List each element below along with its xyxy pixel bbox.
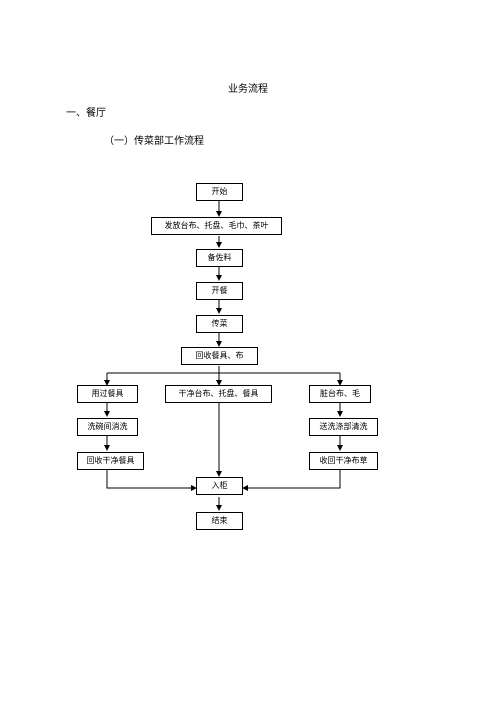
flow-used-dishes-box: 用过餐具 — [77, 385, 138, 403]
flow-end-box: 结束 — [196, 512, 243, 530]
flow-dirty-cloth-box: 脏台布、毛 — [309, 385, 371, 403]
flow-store-box: 入柜 — [196, 477, 243, 495]
section-heading: 一、餐厅 — [66, 108, 106, 119]
flow-distribute-box: 发放台布、托盘、毛巾、茶叶 — [151, 217, 282, 235]
flow-return-cloth-box: 收回干净布草 — [309, 452, 378, 470]
document-title: 业务流程 — [228, 84, 268, 95]
flow-collect-box: 回收餐具、布 — [181, 347, 258, 365]
arrow-return-cloth-store — [242, 470, 341, 491]
flow-serve-box: 传菜 — [196, 315, 243, 333]
flow-start-box: 开始 — [196, 183, 243, 201]
flow-return-dishes-box: 回收干净餐具 — [77, 452, 144, 470]
flow-open-box: 开餐 — [196, 282, 243, 300]
arrow-return-dishes-store — [106, 470, 197, 491]
flow-clean-items-box: 干净台布、托盘、餐具 — [165, 385, 272, 403]
subsection-heading: （一）传菜部工作流程 — [104, 136, 204, 147]
flow-prepare-box: 备佐料 — [196, 249, 243, 267]
flow-dishwash-box: 洗碗间消洗 — [77, 418, 138, 436]
flow-laundry-box: 送洗涤部清洗 — [309, 418, 378, 436]
